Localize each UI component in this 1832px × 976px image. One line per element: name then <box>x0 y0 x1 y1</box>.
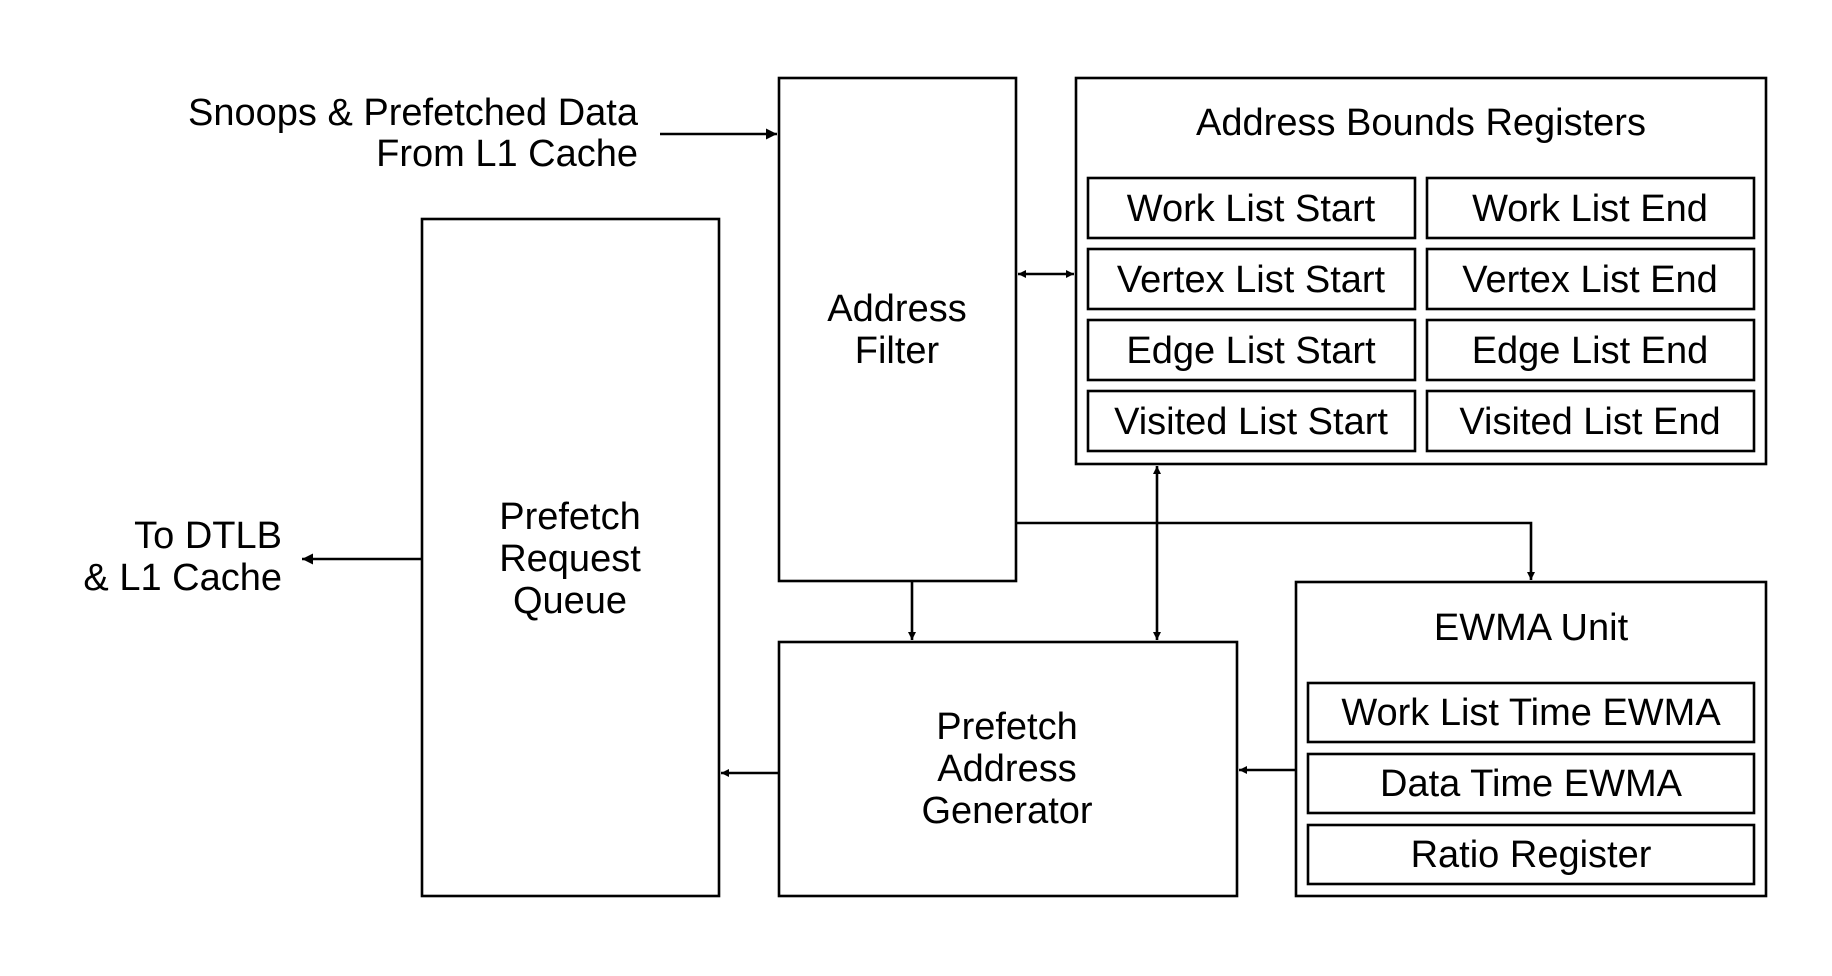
register-work-list-start: Work List Start <box>1086 176 1417 240</box>
prq-label-line1: Prefetch <box>499 496 641 538</box>
prq-label-line2: Request <box>499 538 641 580</box>
address-filter-label-line1: Address <box>827 288 966 330</box>
prefetch-address-generator-block: Prefetch Address Generator <box>777 640 1239 898</box>
pag-label-line3: Generator <box>921 790 1092 832</box>
register-vertex-list-start: Vertex List Start <box>1086 247 1417 311</box>
arrow-address-filter-to-ewma <box>1016 521 1535 580</box>
register-label: Vertex List Start <box>1117 259 1386 301</box>
register-edge-list-end: Edge List End <box>1425 318 1756 382</box>
data-time-ewma-register: Data Time EWMA <box>1306 752 1756 815</box>
ratio-register: Ratio Register <box>1306 823 1756 886</box>
ewma-register-label: Data Time EWMA <box>1380 763 1683 805</box>
register-edge-list-start: Edge List Start <box>1086 318 1417 382</box>
prefetch-request-queue-block: Prefetch Request Queue <box>420 217 721 898</box>
register-visited-list-start: Visited List Start <box>1086 389 1417 453</box>
register-visited-list-end: Visited List End <box>1425 389 1756 453</box>
register-label: Vertex List End <box>1462 259 1718 301</box>
pag-label-line2: Address <box>937 748 1076 790</box>
register-label: Visited List Start <box>1114 401 1388 443</box>
address-filter-label-line2: Filter <box>855 330 940 372</box>
output-label-line2: & L1 Cache <box>83 557 282 599</box>
ewma-register-label: Work List Time EWMA <box>1341 692 1721 734</box>
address-bounds-title: Address Bounds Registers <box>1196 102 1646 144</box>
input-label-line2: From L1 Cache <box>376 133 638 175</box>
output-label-line1: To DTLB <box>134 515 282 557</box>
work-list-time-ewma-register: Work List Time EWMA <box>1306 681 1756 744</box>
register-label: Work List End <box>1472 188 1708 230</box>
register-label: Edge List Start <box>1126 330 1376 372</box>
ewma-unit-block: EWMA Unit Work List Time EWMA Data Time … <box>1294 580 1768 898</box>
register-label: Edge List End <box>1472 330 1709 372</box>
prq-label-line3: Queue <box>513 580 627 622</box>
input-label-line1: Snoops & Prefetched Data <box>188 92 639 134</box>
register-label: Visited List End <box>1459 401 1720 443</box>
register-label: Work List Start <box>1127 188 1376 230</box>
register-work-list-end: Work List End <box>1425 176 1756 240</box>
pag-label-line1: Prefetch <box>936 706 1078 748</box>
ewma-unit-title: EWMA Unit <box>1434 607 1629 649</box>
address-bounds-registers-block: Address Bounds Registers Work List Start… <box>1074 76 1768 466</box>
register-vertex-list-end: Vertex List End <box>1425 247 1756 311</box>
ewma-register-label: Ratio Register <box>1411 834 1652 876</box>
address-filter-block: Address Filter <box>777 76 1018 583</box>
